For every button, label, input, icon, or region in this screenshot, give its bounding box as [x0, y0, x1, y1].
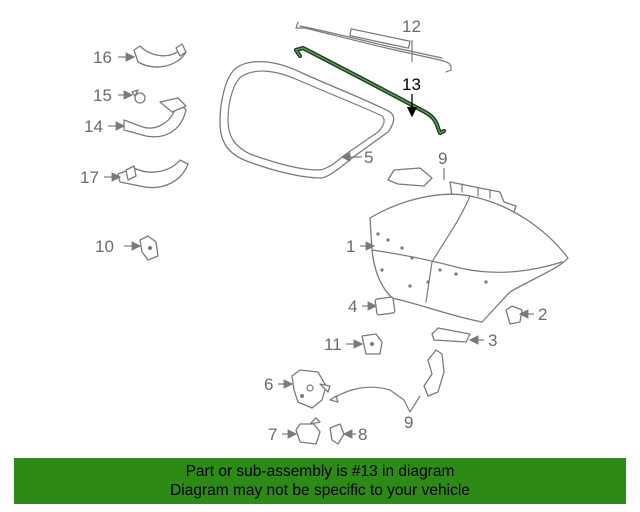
part-8-clip[interactable]	[329, 423, 345, 445]
callout-4: 4	[348, 297, 357, 316]
callout-3: 3	[488, 331, 497, 350]
parts-diagram: 12 13 5 16 15 14 17 10 9 1 2 3 4 11 6 9 …	[80, 17, 569, 445]
part-11-bracket[interactable]	[361, 333, 383, 355]
banner-line-1: Part or sub-assembly is #13 in diagram	[185, 463, 455, 480]
info-banner: Part or sub-assembly is #13 in diagram D…	[14, 458, 626, 504]
part-17-hinge[interactable]	[117, 159, 189, 189]
callout-2: 2	[538, 305, 547, 324]
part-2-bumper[interactable]	[505, 305, 523, 325]
callout-15: 15	[93, 86, 112, 105]
part-12-torsion-bar[interactable]	[295, 21, 452, 73]
part-15-clip[interactable]	[131, 89, 146, 104]
callout-8: 8	[358, 425, 367, 444]
callout-12: 12	[402, 17, 421, 36]
part-3-plate[interactable]	[431, 327, 471, 343]
callout-10: 10	[95, 237, 114, 256]
part-7-bracket[interactable]	[295, 417, 321, 445]
part-5-weatherstrip[interactable]	[219, 60, 395, 179]
callout-1: 1	[346, 237, 355, 256]
part-4-pad[interactable]	[374, 296, 396, 316]
callout-16: 16	[93, 48, 112, 67]
callout-13: 13	[402, 75, 421, 94]
part-14-hinge[interactable]	[123, 97, 187, 138]
callout-7: 7	[268, 425, 277, 444]
part-13-torsion-bar-highlighted[interactable]	[293, 45, 447, 136]
callout-9-lower: 9	[404, 413, 413, 432]
part-1-trunk-lid[interactable]	[369, 193, 569, 323]
callout-6: 6	[264, 375, 273, 394]
banner-line-2: Diagram may not be specific to your vehi…	[170, 482, 470, 499]
part-10-bracket[interactable]	[139, 235, 159, 261]
callout-11: 11	[324, 335, 342, 354]
part-16-cover[interactable]	[133, 43, 187, 68]
callout-14: 14	[84, 117, 103, 136]
callout-9-upper: 9	[438, 149, 447, 168]
callout-5: 5	[364, 148, 373, 167]
callout-17: 17	[80, 168, 99, 187]
leader-9b	[403, 395, 421, 413]
part-6-latch[interactable]	[291, 369, 331, 409]
part-9-cable[interactable]	[329, 349, 445, 403]
